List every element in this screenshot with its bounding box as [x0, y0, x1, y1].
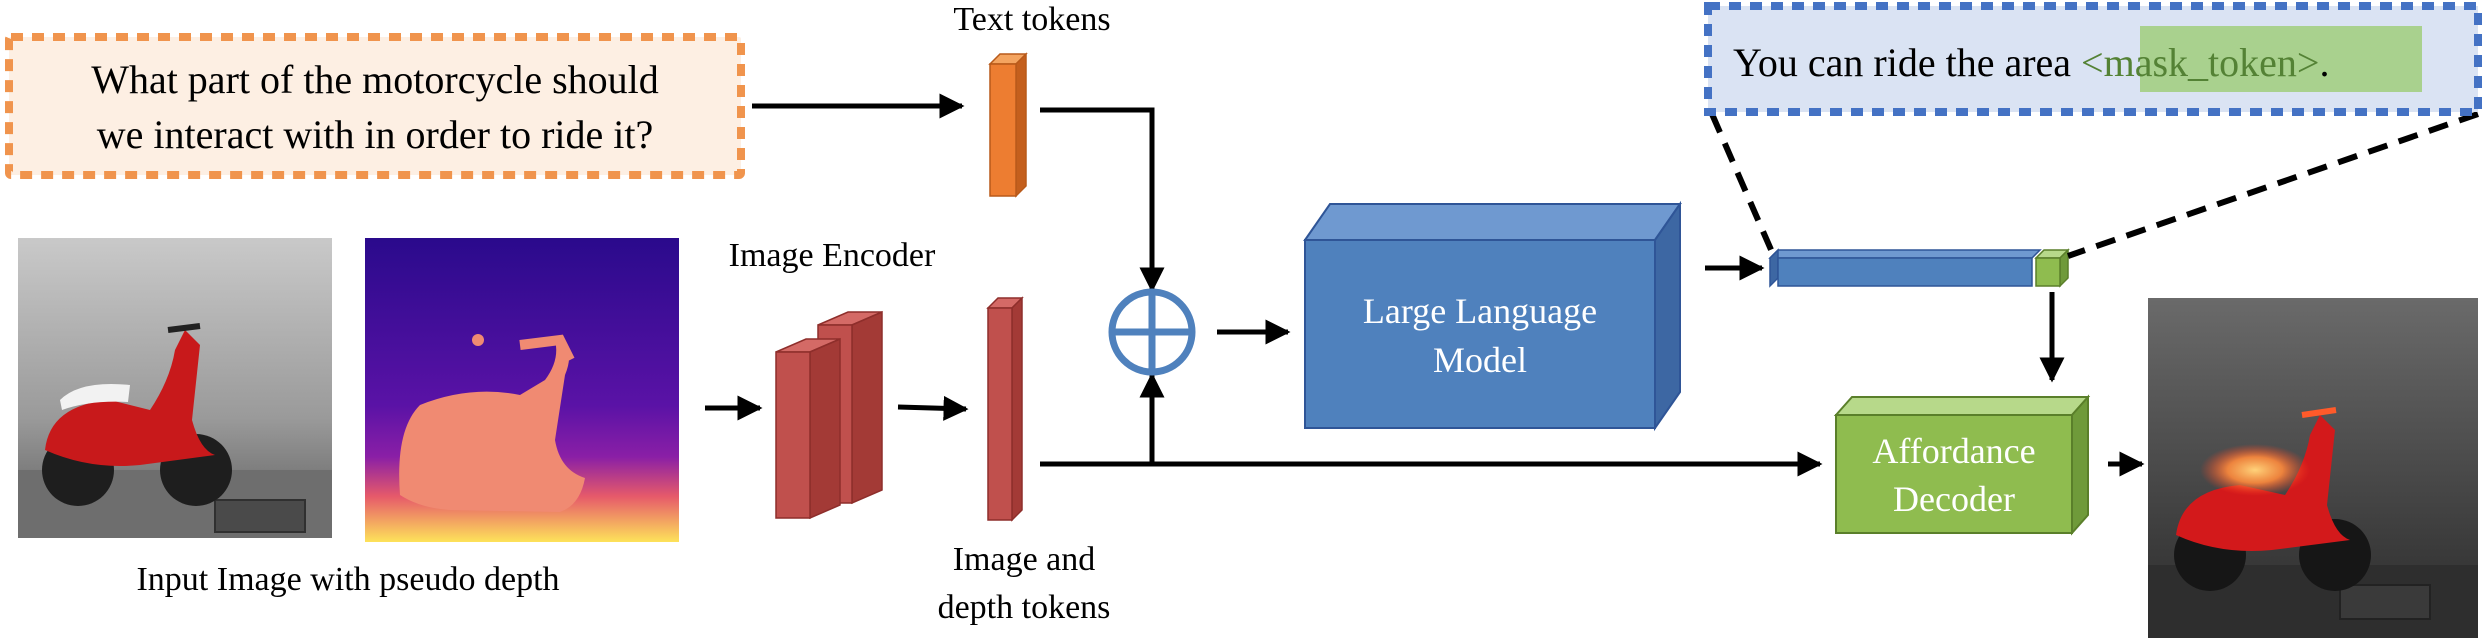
- zoom-line-left: [1709, 112, 1775, 254]
- answer-text: You can ride the area <mask_token>.: [1733, 40, 2329, 85]
- zoom-line-right: [2067, 111, 2479, 259]
- decoder-label-2: Decoder: [1893, 479, 2015, 519]
- text-tokens-label: Text tokens: [953, 1, 1110, 38]
- affordance-decoder-block: Affordance Decoder: [1833, 394, 2091, 536]
- image-encoder-block: [775, 310, 883, 520]
- answer-mask-token: <mask_token>: [2081, 40, 2319, 85]
- llm-label-1: Large Language: [1363, 291, 1597, 331]
- concat-plus-icon: [1108, 288, 1196, 376]
- answer-prefix: You can ride the area: [1733, 40, 2081, 85]
- arrow-encoder-to-image-tokens: [897, 395, 969, 421]
- decoder-label-1: Affordance: [1872, 431, 2035, 471]
- llm-label-2: Model: [1433, 340, 1527, 380]
- input-image-depth: [365, 238, 679, 542]
- question-box: What part of the motorcycle should we in…: [5, 33, 745, 179]
- mask-token-block: [2034, 248, 2070, 288]
- llm-block: Large Language Model: [1303, 200, 1682, 432]
- text-token-block: [988, 52, 1028, 198]
- image-depth-tokens-label-1: Image and: [953, 541, 1096, 578]
- output-affordance-image: [2148, 298, 2478, 638]
- input-image-caption: Input Image with pseudo depth: [136, 561, 559, 598]
- image-encoder-label: Image Encoder: [729, 237, 936, 274]
- image-depth-tokens-label-2: depth tokens: [938, 589, 1111, 626]
- image-depth-token-block: [986, 296, 1024, 522]
- output-token-sequence: [1768, 248, 2042, 288]
- answer-box: You can ride the area <mask_token>.: [1704, 2, 2482, 116]
- question-line-2: we interact with in order to ride it?: [97, 112, 653, 157]
- answer-suffix: .: [2319, 40, 2329, 85]
- question-line-1: What part of the motorcycle should: [91, 57, 659, 102]
- input-image-grayscale: [18, 238, 332, 538]
- arrow-text-tokens-to-plus: [1040, 107, 1165, 293]
